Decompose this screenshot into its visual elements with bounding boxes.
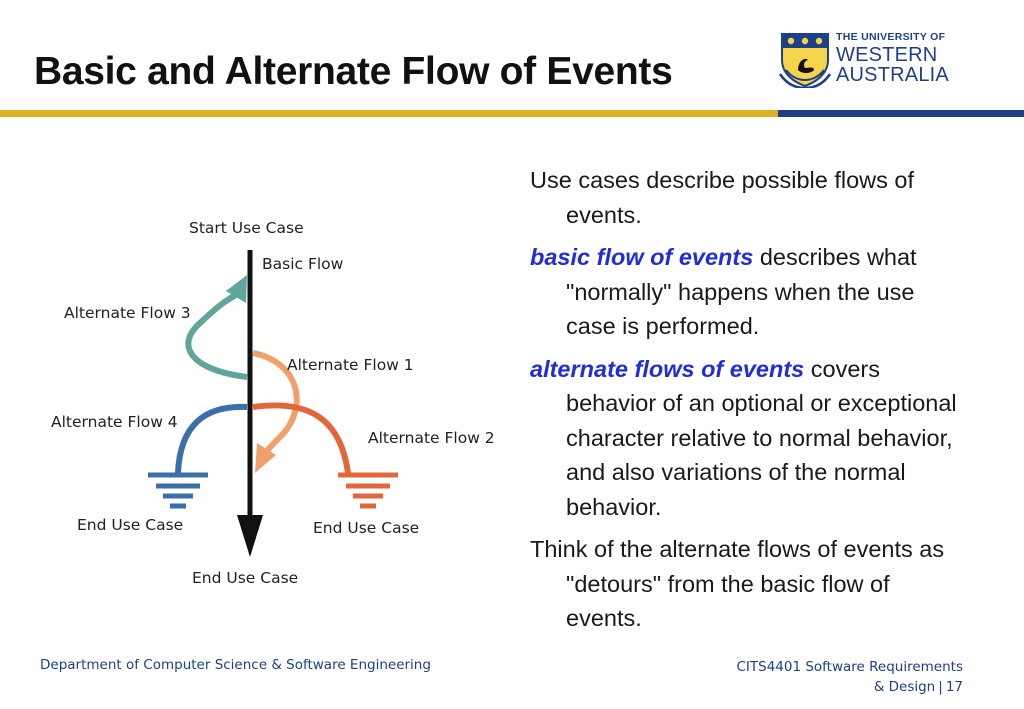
label-alternate-flow-3: Alternate Flow 3 bbox=[64, 304, 191, 322]
label-end-use-case-left: End Use Case bbox=[77, 516, 183, 534]
label-basic-flow: Basic Flow bbox=[262, 255, 344, 273]
university-wordmark: THE UNIVERSITY OF WESTERN AUSTRALIA bbox=[836, 30, 949, 85]
logo-line-3: AUSTRALIA bbox=[836, 63, 949, 86]
ground-left-icon bbox=[148, 472, 208, 509]
bullet-alternate-flows-text: covers behavior of an optional or except… bbox=[566, 355, 957, 520]
bullet-detours-text: Think of the alternate flows of events a… bbox=[530, 536, 945, 631]
bullet-basic-flow-text: describes what "normally" happens when t… bbox=[566, 244, 917, 339]
footer-course-name-end: & Design bbox=[873, 679, 936, 695]
slide-title: Basic and Alternate Flow of Events bbox=[34, 50, 673, 93]
logo-line-2: WESTERN bbox=[836, 43, 938, 66]
keyword-basic-flow: basic flow of events bbox=[530, 244, 754, 270]
footer-course: CITS4401 Software Requirements & Design|… bbox=[736, 657, 963, 697]
alternate-flow-2-path bbox=[252, 402, 351, 474]
alternate-flow-4-path bbox=[175, 403, 248, 474]
logo-line-1: THE UNIVERSITY OF bbox=[836, 31, 946, 43]
bullet-use-cases: Use cases describe possible flows of eve… bbox=[530, 163, 970, 232]
footer-course-line-1: CITS4401 Software Requirements bbox=[736, 659, 963, 675]
header-gold-bar bbox=[0, 110, 778, 117]
page-number: 17 bbox=[945, 679, 963, 695]
keyword-alternate-flows: alternate flows of events bbox=[530, 355, 805, 382]
basic-flow-arrowhead bbox=[237, 515, 263, 557]
university-crest-icon bbox=[778, 33, 832, 90]
university-logo: THE UNIVERSITY OF WESTERN AUSTRALIA bbox=[778, 30, 968, 90]
bullet-basic-flow: basic flow of events describes what "nor… bbox=[530, 240, 970, 344]
header-blue-bar bbox=[778, 110, 1024, 117]
footer-department: Department of Computer Science & Softwar… bbox=[40, 657, 431, 673]
slide-body: Use cases describe possible flows of eve… bbox=[530, 163, 970, 644]
alternate-flow-3-path bbox=[185, 290, 248, 380]
bullet-detours: Think of the alternate flows of events a… bbox=[530, 532, 970, 636]
ground-right-icon bbox=[338, 472, 398, 509]
label-alternate-flow-4: Alternate Flow 4 bbox=[51, 413, 178, 431]
label-start-use-case: Start Use Case bbox=[189, 219, 304, 237]
label-end-use-case-right: End Use Case bbox=[313, 519, 419, 537]
footer-separator: | bbox=[938, 679, 943, 695]
footer-course-line-2: & Design|17 bbox=[736, 677, 963, 697]
flow-of-events-diagram: Start Use Case Basic Flow Alternate Flow… bbox=[51, 219, 495, 587]
label-end-use-case-bottom: End Use Case bbox=[192, 569, 298, 587]
alternate-flow-1-arrowhead bbox=[255, 443, 276, 473]
bullet-use-cases-text: Use cases describe possible flows of eve… bbox=[530, 167, 915, 228]
bullet-alternate-flows: alternate flows of events covers behavio… bbox=[530, 352, 970, 525]
label-alternate-flow-2: Alternate Flow 2 bbox=[368, 429, 495, 447]
label-alternate-flow-1: Alternate Flow 1 bbox=[287, 356, 414, 374]
alternate-flow-3-arrowhead bbox=[226, 275, 247, 303]
